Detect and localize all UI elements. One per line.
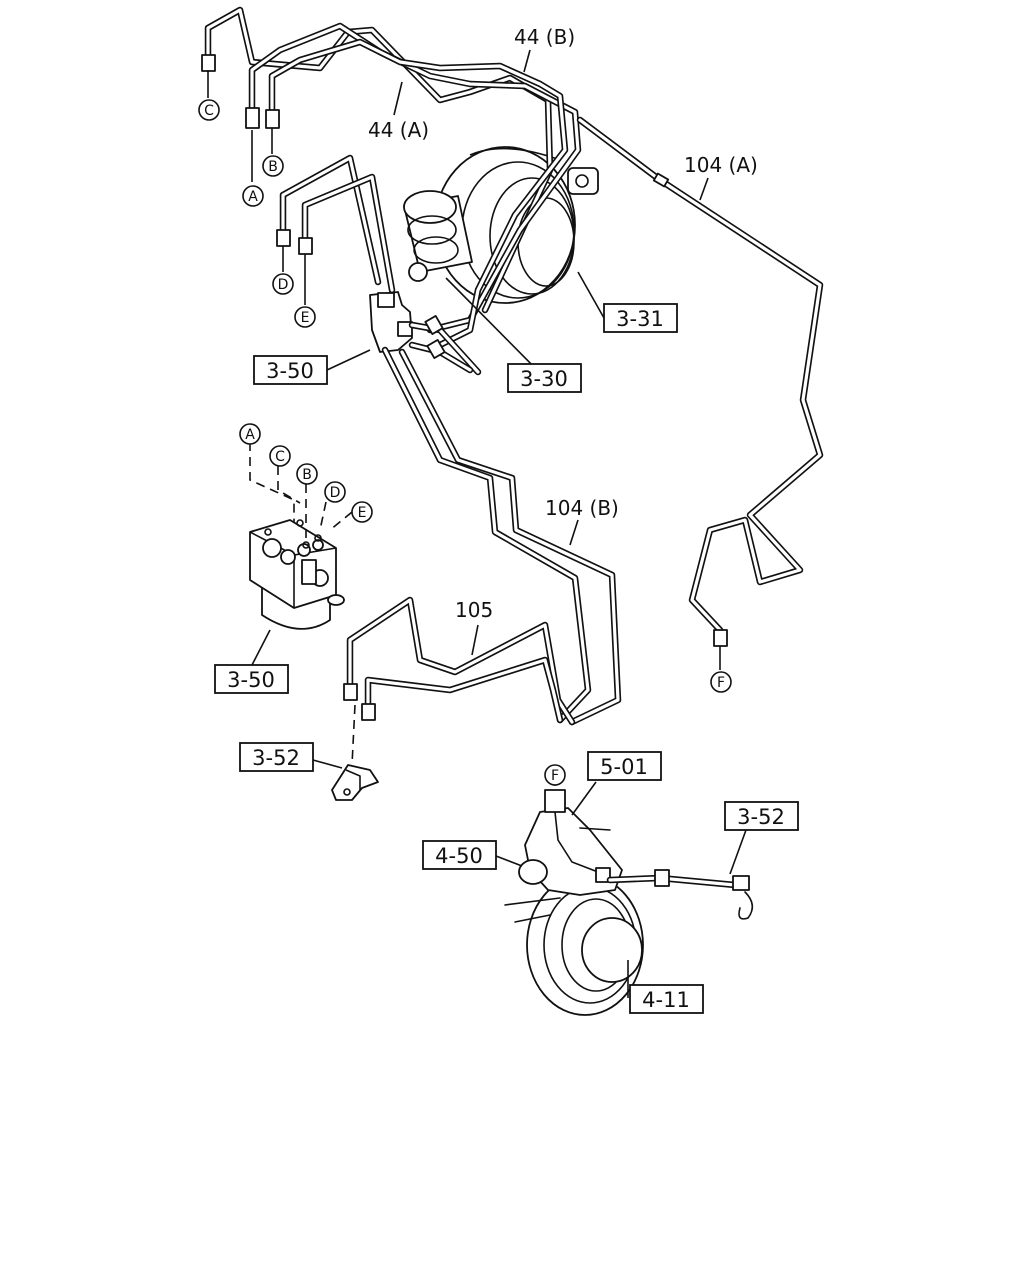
svg-text:5-01: 5-01 [600, 755, 648, 779]
svg-text:C: C [275, 449, 285, 465]
leader-lines [207, 49, 747, 998]
svg-text:C: C [204, 103, 214, 119]
svg-text:3-50: 3-50 [227, 668, 275, 692]
flex-hose [606, 869, 754, 920]
svg-text:F: F [717, 675, 725, 691]
connector-b-abs: B [296, 463, 318, 485]
connector-f-wheel: F [544, 764, 566, 786]
callout-4-50: 4-50 [422, 840, 497, 870]
connector-f-right: F [710, 671, 732, 693]
label-104a: 104 (A) [684, 153, 758, 177]
svg-text:B: B [268, 159, 278, 175]
connector-d-top: D [272, 273, 294, 295]
abs-modulator [249, 519, 345, 630]
connector-c-top: C [198, 99, 220, 121]
brake-pipes [204, 6, 824, 726]
hose-bracket [331, 764, 379, 801]
callout-3-52-right: 3-52 [724, 801, 799, 831]
svg-text:B: B [302, 467, 312, 483]
callout-3-31: 3-31 [603, 303, 678, 333]
label-105: 105 [455, 598, 493, 622]
label-44a: 44 (A) [368, 118, 429, 142]
fittings [201, 54, 728, 721]
callout-3-50-lower: 3-50 [214, 664, 289, 694]
svg-text:3-31: 3-31 [616, 307, 664, 331]
connector-d-abs: D [324, 481, 346, 503]
proportioning-valve [369, 291, 413, 353]
svg-text:3-50: 3-50 [266, 359, 314, 383]
callout-3-52-left: 3-52 [239, 742, 314, 772]
label-104b: 104 (B) [545, 496, 619, 520]
svg-text:A: A [248, 189, 258, 205]
svg-text:3-52: 3-52 [252, 746, 300, 770]
svg-text:D: D [330, 485, 341, 501]
svg-text:3-52: 3-52 [737, 805, 785, 829]
svg-text:D: D [278, 277, 289, 293]
svg-text:4-11: 4-11 [642, 988, 690, 1012]
callout-3-30: 3-30 [507, 363, 582, 393]
connector-a-top: A [242, 185, 264, 207]
callout-5-01: 5-01 [587, 751, 662, 781]
connector-e-top: E [294, 306, 316, 328]
callout-4-11: 4-11 [629, 984, 704, 1014]
connector-b-top: B [262, 155, 284, 177]
label-44b: 44 (B) [514, 25, 575, 49]
svg-text:3-30: 3-30 [520, 367, 568, 391]
svg-text:E: E [301, 310, 310, 326]
master-cylinder [403, 190, 473, 282]
wheel-assembly [504, 789, 644, 1016]
svg-text:E: E [358, 505, 367, 521]
svg-text:F: F [551, 768, 559, 784]
callout-3-50-upper: 3-50 [253, 355, 328, 385]
connector-a-abs: A [239, 423, 261, 445]
svg-text:A: A [245, 427, 255, 443]
connector-e-abs: E [351, 501, 373, 523]
svg-text:4-50: 4-50 [435, 844, 483, 868]
connector-c-abs: C [269, 445, 291, 467]
